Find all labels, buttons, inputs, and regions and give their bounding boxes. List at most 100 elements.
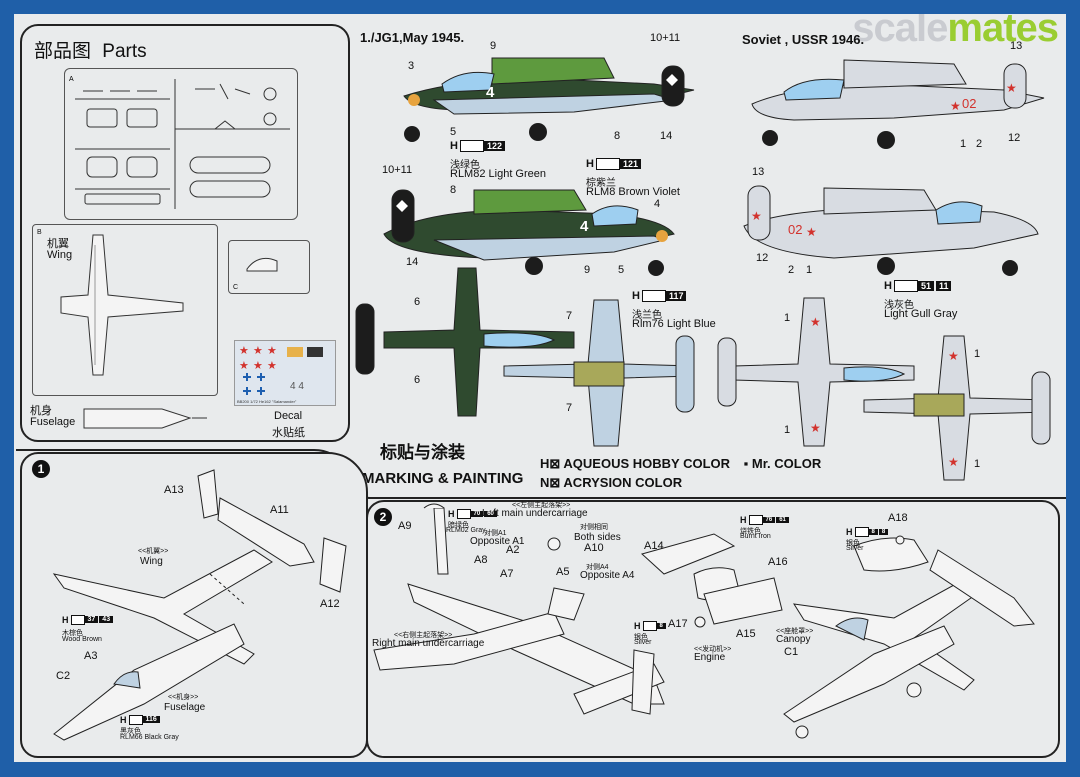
- soviet-top-view: ★ ★: [717, 297, 915, 447]
- part-label: A17: [668, 618, 688, 630]
- fuselage-code-4: 02: [788, 222, 803, 237]
- opposite-a4-cn: 对侧A4: [586, 564, 609, 571]
- parts-panel: 部品图 Parts A: [20, 24, 350, 442]
- watermark-part1: scale: [852, 14, 948, 50]
- svg-text:★: ★: [806, 225, 817, 239]
- svg-text:★: ★: [950, 99, 961, 113]
- color-116-cn: 黑灰色: [120, 728, 141, 735]
- part-label: A5: [556, 566, 570, 578]
- callout: 1: [784, 424, 791, 436]
- sprue-c-letter: C: [233, 284, 239, 291]
- step1-drawing: [52, 469, 347, 741]
- color-8b-en: Silver: [846, 545, 864, 552]
- opposite-a1-cn: 对侧A1: [484, 530, 507, 537]
- part-label: A9: [398, 520, 412, 532]
- decal-drawing: ★★★ ★★★ 4 4: [239, 344, 323, 395]
- sprue-b-letter: B: [37, 229, 42, 236]
- part-label: C1: [784, 646, 799, 658]
- part-label: A18: [888, 512, 908, 524]
- parts-title: 部品图 Parts: [34, 36, 147, 63]
- callout: 5: [450, 126, 457, 138]
- aircraft-profiles: ★ ★ ★ ★: [355, 57, 1051, 481]
- callout: 6: [414, 374, 421, 386]
- sprue-c: C: [228, 240, 310, 294]
- svg-text:4 4: 4 4: [290, 381, 304, 392]
- decal-label-cn: 水贴纸: [272, 427, 305, 439]
- color-70-en: RLM02 Gray: [446, 527, 486, 534]
- color-121-cn: 棕紫兰: [586, 178, 616, 189]
- part-label: C2: [56, 670, 71, 682]
- engine-en: Engine: [694, 652, 726, 663]
- decal-code: BB200 1/72 He162 "Salamander": [237, 399, 297, 404]
- step2-drawing: [373, 503, 1035, 739]
- step1-fuselage-cn: <<机身>>: [168, 694, 199, 701]
- part-label: A8: [474, 554, 488, 566]
- legend-row-2: N⊠ ACRYSION COLOR: [540, 475, 683, 490]
- svg-text:★: ★: [239, 359, 249, 372]
- part-label: A7: [500, 568, 514, 580]
- sprue-a-drawing: A: [69, 76, 290, 209]
- color-122-en: RLM82 Light Green: [450, 168, 546, 180]
- svg-text:★: ★: [810, 421, 821, 435]
- soviet-scheme-title: Soviet , USSR 1946.: [742, 32, 865, 47]
- both-sides-en: Both sides: [574, 532, 621, 543]
- sprue-a: A: [64, 68, 298, 220]
- legend-row-1: H⊠ AQUEOUS HOBBY COLOR ▪ Mr. COLOR: [540, 456, 822, 471]
- luftwaffe-side-view-2: [383, 189, 675, 276]
- engine-cn: <<发动机>>: [694, 646, 732, 653]
- callout: 13: [752, 166, 765, 178]
- callout: 1: [806, 264, 813, 276]
- step1-wing-cn: <<机翼>>: [138, 548, 169, 555]
- step1-number: 1: [32, 460, 50, 478]
- fuselage-label-en: Fuselage: [30, 416, 76, 428]
- svg-text:★: ★: [751, 209, 762, 223]
- callout: 3: [408, 60, 415, 72]
- color-76-cn: 烧铁色: [740, 528, 761, 535]
- wing-label-cn: 机翼: [47, 238, 69, 250]
- color-117-cn: 浅兰色: [632, 310, 662, 321]
- step1-fuselage-en: Fuselage: [164, 702, 206, 713]
- canopy-drawing: [246, 257, 278, 272]
- fuselage-drawing: [83, 408, 207, 429]
- parts-title-en: Parts: [102, 41, 147, 62]
- color-122-cn: 浅绿色: [450, 160, 480, 171]
- callout: 2: [788, 264, 795, 276]
- color-121-en: RLM8 Brown Violet: [586, 186, 680, 198]
- right-gear-en: Right main undercarriage: [372, 638, 485, 649]
- part-label: A11: [270, 504, 289, 516]
- callout: 1: [960, 138, 967, 150]
- marking-title-cn: 标贴与涂装: [380, 443, 465, 462]
- callout: 1: [974, 348, 981, 360]
- wing-label-en: Wing: [47, 249, 73, 261]
- left-gear-cn: <<左侧主起落架>>: [512, 502, 571, 509]
- fuselage-label-cn: 机身: [30, 405, 52, 417]
- canopy-en: Canopy: [776, 634, 811, 645]
- color-51-en: Light Gull Gray: [884, 308, 958, 320]
- luftwaffe-bottom-view: [503, 299, 695, 447]
- callout: 5: [618, 264, 625, 276]
- svg-text:★: ★: [267, 359, 277, 372]
- step2-number: 2: [374, 508, 392, 526]
- luftwaffe-top-view: [355, 267, 575, 417]
- color-8b-cn: 银色: [846, 540, 860, 547]
- part-label: A2: [506, 544, 520, 556]
- callout: 4: [654, 198, 661, 210]
- luftwaffe-side-view-1: [403, 57, 695, 142]
- fuselage-code-2: 4: [580, 218, 589, 235]
- callout: 2: [976, 138, 983, 150]
- right-gear-cn: <<右侧主起落架>>: [394, 632, 453, 639]
- decal-label-en: Decal: [274, 410, 303, 422]
- left-gear-en: Left main undercarriage: [482, 508, 588, 519]
- color-70-cn: 暗绿色: [448, 522, 469, 529]
- paint-legend: H⊠ AQUEOUS HOBBY COLOR ▪ Mr. COLOR N⊠ AC…: [540, 456, 821, 491]
- fuselage-code-1: 4: [486, 84, 495, 101]
- callout: 13: [1010, 40, 1023, 52]
